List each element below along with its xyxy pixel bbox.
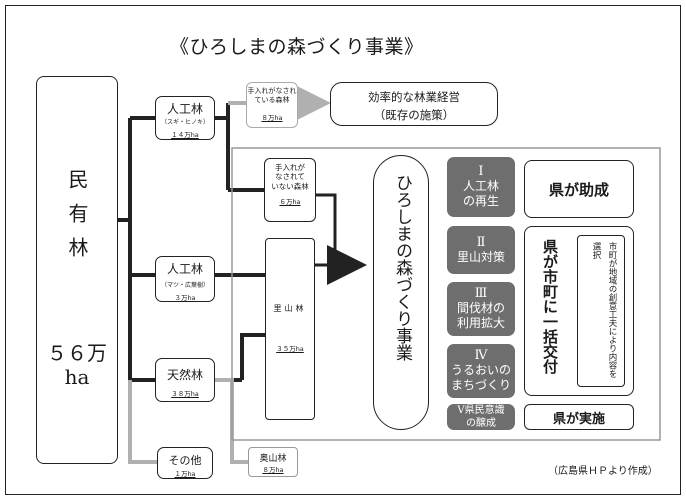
- managed-forest-area: ８万ha: [261, 113, 283, 122]
- plantation-sugi-area: １４万ha: [171, 131, 199, 139]
- measure-1-line2: の再生: [462, 194, 499, 208]
- prefecture-grant-box: 県が助成: [524, 160, 634, 218]
- managed-forest-label-2: ている森林: [254, 95, 290, 104]
- other-area: １万ha: [174, 470, 196, 478]
- okuyama-label: 奥山林: [259, 454, 287, 464]
- private-forest-label: 民有林: [65, 169, 89, 271]
- municipal-note-box: 市町が地域の創意工夫により内容を選択: [577, 235, 625, 387]
- diagram-title: 《ひろしまの森づくり事業》: [170, 36, 424, 58]
- unmanaged-forest-label-3: いない森林: [271, 181, 309, 191]
- measure-4-line1: うるおいの: [450, 363, 511, 377]
- efficient-management-line1: 効率的な林業経営: [368, 90, 460, 104]
- measure-2-line1: 里山対策: [456, 249, 505, 264]
- diagram-frame: [5, 5, 681, 495]
- measure-3-num: Ⅲ: [474, 286, 488, 301]
- measure-5-num: Ⅴ: [457, 404, 465, 416]
- satoyama-area: ３５万ha: [276, 345, 304, 353]
- measure-5-line1: 県民意識: [464, 404, 505, 416]
- plantation-sugi-species: （スギ・ヒノキ）: [160, 119, 209, 126]
- measure-5-line2: の醸成: [466, 417, 496, 429]
- private-forest-area-number: ５６万: [47, 341, 107, 365]
- measure-4-num: Ⅳ: [474, 348, 488, 363]
- natural-forest-area: ３８万ha: [171, 390, 199, 398]
- unmanaged-forest-area: ６万ha: [279, 198, 301, 207]
- unmanaged-forest-label-1: 手入れが: [275, 163, 305, 172]
- plantation-sugi-label: 人工林: [166, 102, 203, 116]
- plantation-matsu-area: ３万ha: [174, 294, 196, 302]
- project-box: ひろしまの森づくり事業: [373, 155, 429, 430]
- lump-sum-label: 県が市町に一括交付: [541, 239, 559, 374]
- satoyama-box: 里山林 ３５万ha: [265, 238, 315, 420]
- measure-5-box: Ⅴ 県民意識 の醸成: [447, 404, 515, 430]
- private-forest-box: 民有林 ５６万 ha: [36, 76, 118, 464]
- measure-1-line1: 人工林: [462, 179, 499, 193]
- measure-2-num: Ⅱ: [476, 234, 486, 250]
- source-note: （広島県ＨＰより作成）: [548, 466, 658, 477]
- prefecture-grant-label: 県が助成: [548, 180, 609, 199]
- okuyama-area: ８万ha: [262, 466, 284, 474]
- municipal-note-text: 市町が地域の創意工夫により内容を選択: [591, 242, 617, 378]
- measure-3-line1: 間伐材の: [456, 301, 505, 315]
- project-label: ひろしまの森づくり事業: [392, 174, 412, 361]
- prefecture-implements-box: 県が実施: [524, 404, 634, 430]
- measure-3-box: Ⅲ 間伐材の 利用拡大: [447, 282, 515, 336]
- unmanaged-forest-box: 手入れが なされて いない森林 ６万ha: [264, 158, 316, 222]
- plantation-matsu-label: 人工林: [166, 262, 203, 276]
- natural-forest-label: 天然林: [166, 368, 203, 382]
- efficient-management-line2: （既存の施策）: [373, 108, 455, 122]
- managed-forest-label-1: 手入れがなされ: [247, 87, 297, 95]
- managed-forest-box: 手入れがなされ ている森林 ８万ha: [246, 82, 298, 128]
- other-label: その他: [168, 454, 202, 467]
- measure-3-line2: 利用拡大: [456, 316, 505, 330]
- measure-4-line2: まちづくり: [450, 378, 511, 392]
- efficient-management-box: 効率的な林業経営 （既存の施策）: [330, 82, 498, 126]
- okuyama-box: 奥山林 ８万ha: [248, 447, 298, 477]
- satoyama-label: 里山林: [273, 304, 307, 313]
- private-forest-area-unit: ha: [64, 365, 90, 389]
- plantation-sugi-box: 人工林 （スギ・ヒノキ） １４万ha: [155, 96, 215, 140]
- natural-forest-box: 天然林 ３８万ha: [155, 358, 215, 402]
- measure-2-box: Ⅱ 里山対策: [447, 226, 515, 274]
- prefecture-implements-label: 県が実施: [552, 411, 605, 427]
- plantation-matsu-box: 人工林 （マツ・広葉樹） ３万ha: [155, 256, 215, 302]
- measure-1-box: Ⅰ 人工林 の再生: [447, 157, 515, 217]
- other-box: その他 １万ha: [157, 447, 213, 479]
- measure-1-num: Ⅰ: [478, 164, 484, 179]
- plantation-matsu-species: （マツ・広葉樹）: [160, 282, 209, 289]
- unmanaged-forest-label-2: なされて: [275, 172, 305, 182]
- lump-sum-box: 県が市町に一括交付 市町が地域の創意工夫により内容を選択: [524, 226, 634, 396]
- measure-4-box: Ⅳ うるおいの まちづくり: [447, 344, 515, 398]
